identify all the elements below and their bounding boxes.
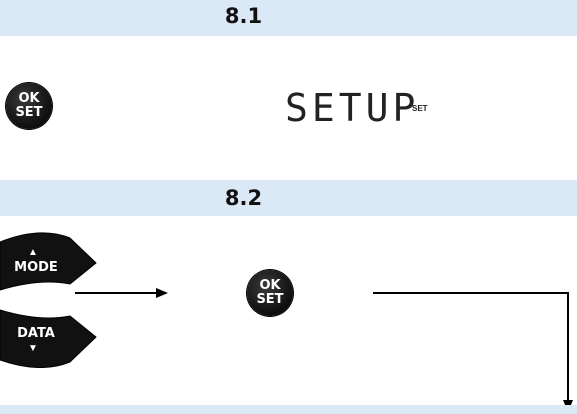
section-header-band — [0, 180, 577, 216]
mode-label: MODE — [14, 260, 58, 275]
ok-set-button[interactable]: OK SET — [6, 83, 52, 129]
section-header-band — [0, 0, 577, 36]
data-button-shape — [0, 309, 97, 369]
data-button[interactable]: DATA ▼ — [0, 306, 98, 369]
lcd-set-indicator: SET — [412, 104, 428, 113]
step-number: 8.1 — [224, 4, 263, 28]
ok-set-button[interactable]: OK SET — [247, 270, 293, 316]
section-header-band — [0, 405, 577, 414]
ok-label: OK — [18, 91, 40, 106]
down-arrow-icon: ▼ — [28, 343, 38, 354]
lcd-display-text: SETUP — [285, 86, 420, 130]
step-number: 8.2 — [224, 186, 263, 210]
set-label: SET — [256, 292, 284, 307]
down-flow-line — [373, 292, 569, 400]
mode-button-shape — [0, 232, 97, 291]
mode-button[interactable]: ▲ MODE — [0, 232, 98, 294]
data-label: DATA — [17, 326, 55, 341]
up-arrow-icon: ▲ — [28, 247, 38, 258]
set-label: SET — [15, 105, 43, 120]
right-arrow-head — [156, 288, 168, 298]
ok-label: OK — [259, 278, 281, 293]
